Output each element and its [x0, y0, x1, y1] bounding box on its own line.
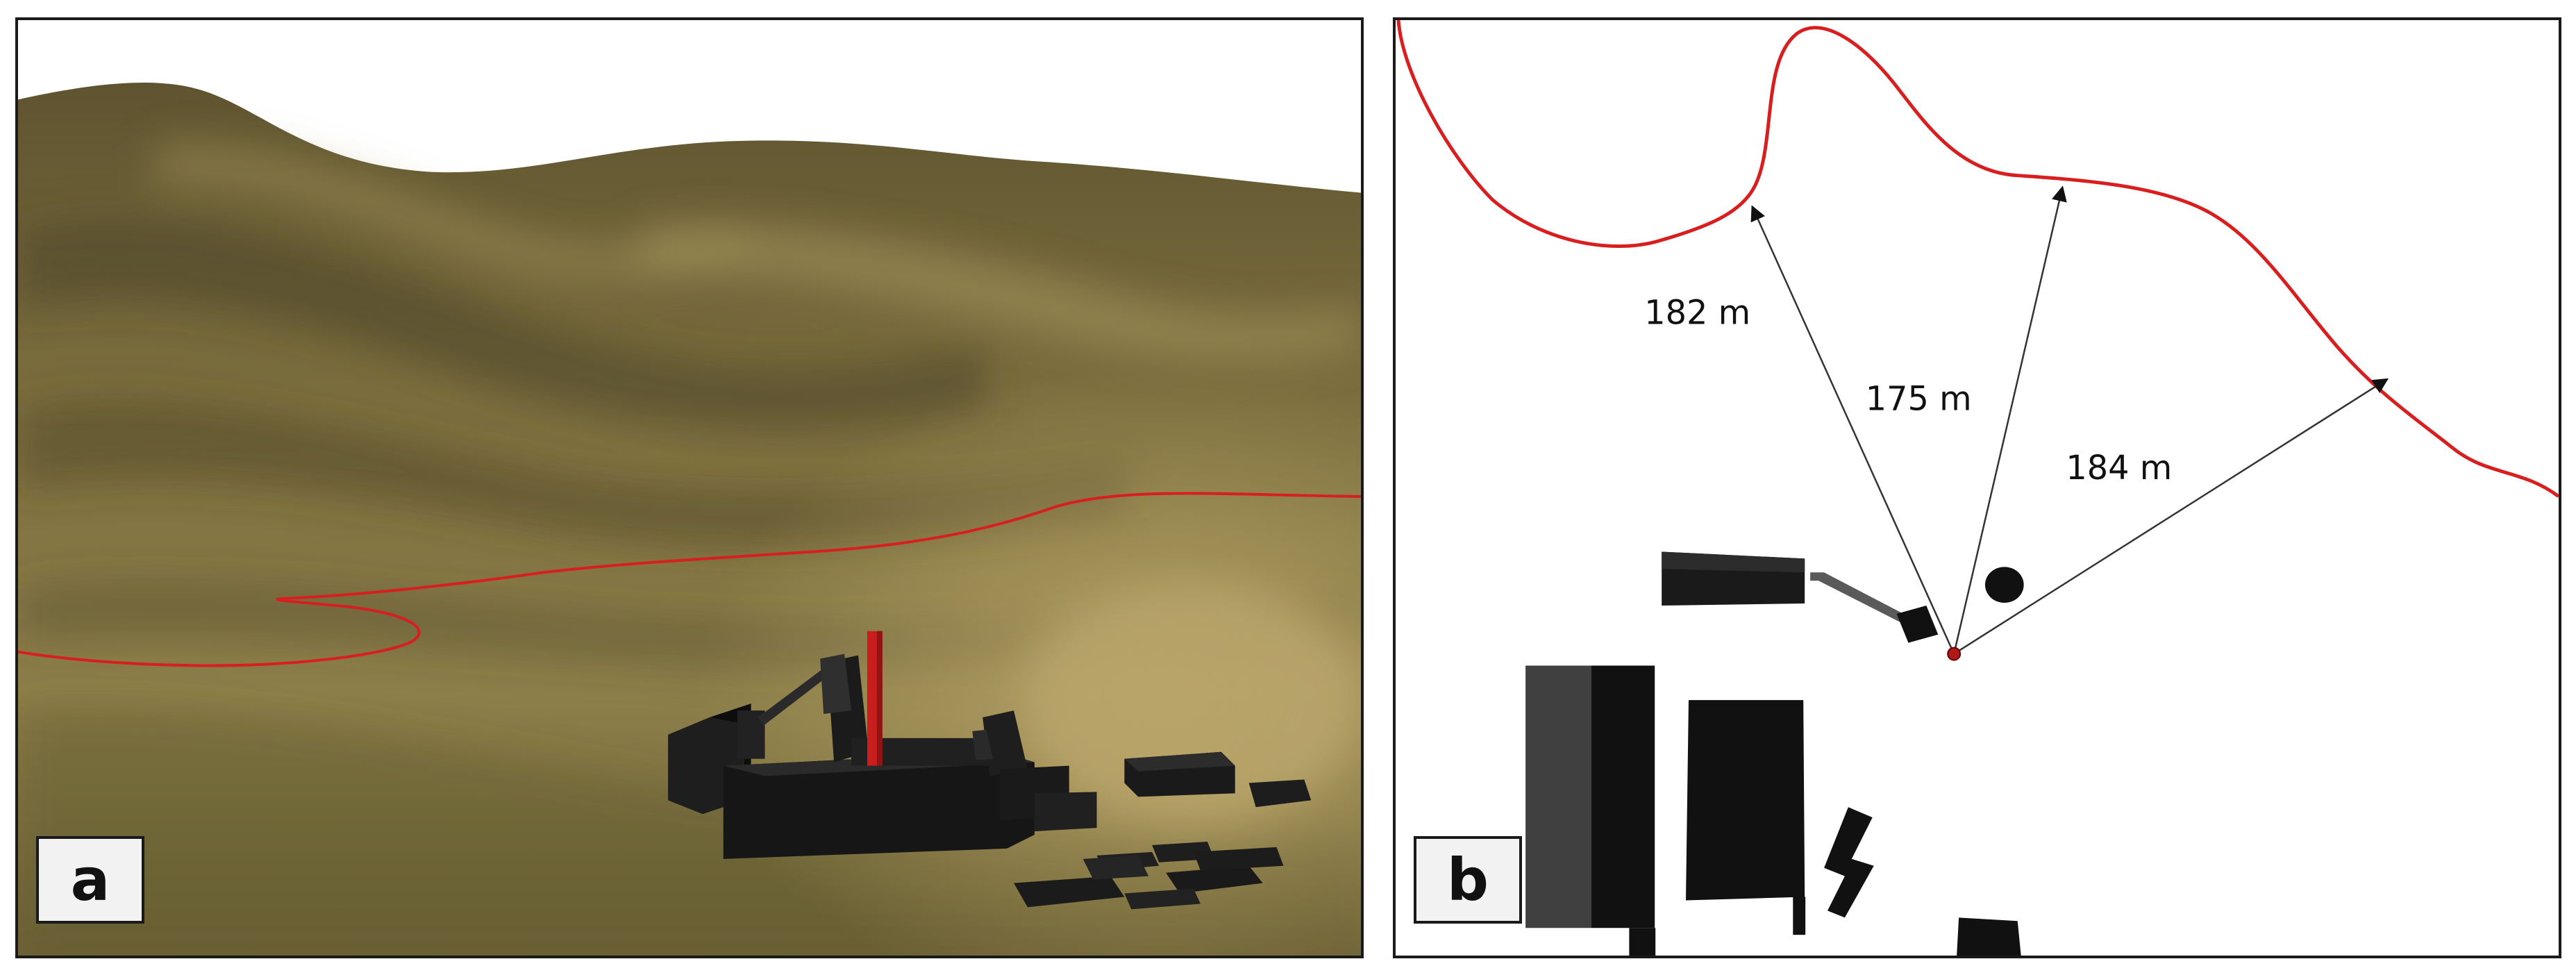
- panel-label-b: b: [1414, 836, 1522, 924]
- terrain-scene: [18, 20, 1361, 956]
- chimney: [867, 631, 883, 766]
- distance-label-175m: 175 m: [1866, 381, 1972, 419]
- origin-point: [1947, 647, 1962, 661]
- arrow-175m: [1952, 185, 2067, 654]
- contour-line: [18, 492, 1361, 667]
- distance-label-182m: 182 m: [1644, 294, 1750, 332]
- arrow-182m: [1750, 205, 1955, 655]
- distance-label-184m: 184 m: [2066, 449, 2172, 488]
- buildings-plan: [1525, 551, 2024, 956]
- contour-boundary: [1396, 20, 2559, 498]
- panel-a-terrain-view: a: [15, 17, 1364, 958]
- panel-b-plan-view: 182 m 175 m 184 m b: [1393, 17, 2561, 958]
- arrow-184m: [1953, 378, 2389, 655]
- measurement-arrows: [1750, 185, 2389, 655]
- plan-scene: 182 m 175 m 184 m: [1396, 20, 2559, 956]
- terrain-highlight: [18, 20, 1361, 956]
- panel-label-a: a: [36, 836, 144, 924]
